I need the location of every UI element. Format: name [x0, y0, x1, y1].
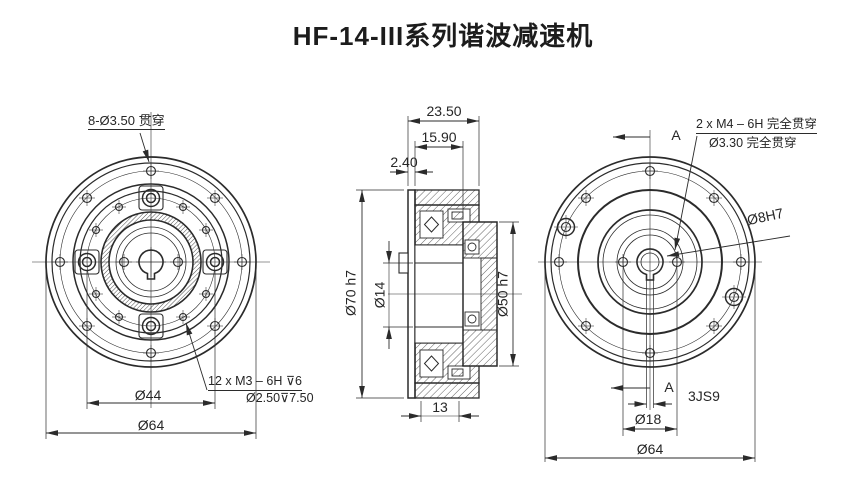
back-tapped-callout-line1: 2 x M4 – 6H 完全贯穿 — [696, 117, 817, 134]
section-pilot-diameter-dim: Ø50 h7 — [494, 271, 511, 317]
section-total-length-dim: 23.50 — [426, 103, 462, 119]
front-holes-callout: 8-Ø3.50 贯穿 — [88, 113, 165, 131]
back-outer-diameter-dim: Ø64 — [636, 441, 664, 457]
front-tapped-callout-line2: Ø2.50⊽7.50 — [246, 391, 314, 405]
back-keyway-width-dim: 3JS9 — [688, 388, 720, 404]
section-flange-thickness-dim: 2.40 — [390, 154, 418, 170]
section-body-length-dim: 15.90 — [421, 129, 457, 145]
back-section-marker-bottom: A — [664, 379, 674, 395]
front-outer-diameter-dim: Ø64 — [137, 417, 165, 433]
front-bolt-circle-dim: Ø44 — [134, 387, 162, 403]
back-section-marker-top: A — [671, 127, 681, 143]
section-flange-diameter-dim: Ø70 h7 — [342, 270, 359, 316]
back-hole-circle-dim: Ø18 — [634, 411, 662, 427]
section-view — [356, 116, 522, 422]
section-hub-width-dim: 13 — [432, 399, 448, 415]
front-tapped-callout-line1: 12 x M3 – 6H ⊽6 — [208, 374, 302, 391]
section-bore-diameter-dim: Ø14 — [371, 281, 388, 309]
back-tapped-callout-line2: Ø3.30 完全贯穿 — [709, 136, 797, 150]
back-view — [538, 130, 791, 462]
drawing-title: HF-14-III系列谐波减速机 — [292, 21, 594, 51]
front-view — [32, 112, 270, 439]
